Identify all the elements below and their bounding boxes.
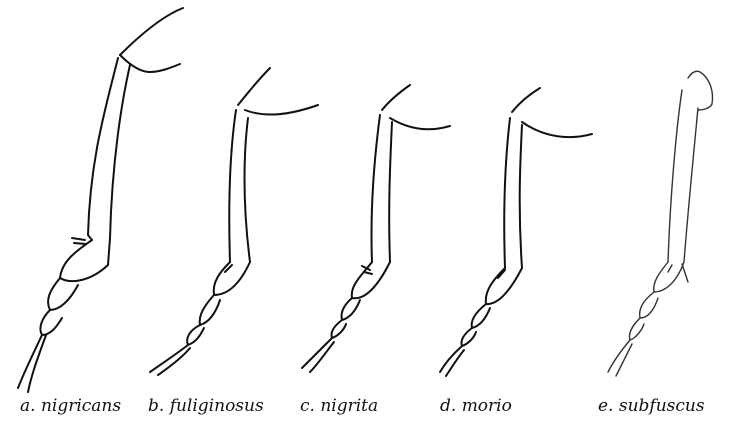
leg-a-tarsus-2 (48, 278, 78, 310)
leg-c-tarsus-3 (331, 320, 346, 338)
leg-e-tibia-inner (684, 108, 698, 262)
leg-b-tibia-outer (229, 110, 236, 262)
leg-e-claw (616, 344, 632, 376)
label-c: c. nigrita (300, 396, 378, 416)
leg-c-upper (390, 118, 450, 129)
label-b: b. fuliginosus (148, 396, 264, 416)
leg-c-tarsus-1 (352, 262, 390, 298)
leg-a-spine (72, 238, 85, 240)
leg-c-tibia-outer (371, 115, 380, 262)
label-e: e. subfuscus (598, 396, 705, 416)
leg-a-tibia-outer (88, 58, 118, 240)
leg-c-nigrita (302, 85, 450, 372)
leg-b-tarsus-1 (214, 262, 250, 295)
leg-b-tibia-inner (245, 118, 251, 262)
leg-a-tibia-inner (110, 65, 130, 238)
leg-d-tarsus-3 (461, 328, 476, 346)
leg-d-upper (522, 122, 592, 137)
leg-e-subfuscus (608, 71, 713, 376)
leg-a-tarsus-3 (40, 310, 62, 335)
leg-c-spine (364, 272, 372, 274)
leg-b-claw (158, 348, 190, 375)
leg-a-upper (120, 8, 183, 55)
leg-e-upper (688, 71, 713, 110)
leg-e-tarsus-3 (629, 318, 644, 340)
leg-a-nigricans (18, 8, 183, 392)
leg-e-tarsus-1 (654, 262, 684, 292)
leg-b-fuliginosus (150, 68, 318, 375)
leg-b-upper (238, 68, 270, 105)
leg-d-morio (440, 88, 592, 376)
leg-d-tibia-inner (520, 125, 522, 268)
leg-a-spine (74, 243, 86, 244)
leg-e-spine (668, 265, 672, 272)
label-a: a. nigricans (20, 396, 121, 416)
leg-c-upper (382, 85, 410, 110)
label-d: d. morio (440, 396, 512, 416)
leg-b-upper (245, 105, 318, 115)
leg-d-tarsus-2 (472, 304, 490, 328)
leg-b-tarsus-2 (200, 295, 220, 325)
leg-a-tarsus-1 (60, 238, 110, 281)
leg-b-tarsus-3 (187, 325, 204, 345)
leg-c-tibia-inner (389, 122, 392, 262)
leg-e-tarsus-2 (640, 292, 658, 318)
leg-d-tibia-outer (504, 118, 510, 268)
leg-e-tibia-outer (668, 90, 682, 262)
leg-c-tarsus-2 (341, 298, 360, 320)
leg-d-upper (512, 88, 540, 112)
leg-d-tarsus-1 (486, 268, 522, 304)
